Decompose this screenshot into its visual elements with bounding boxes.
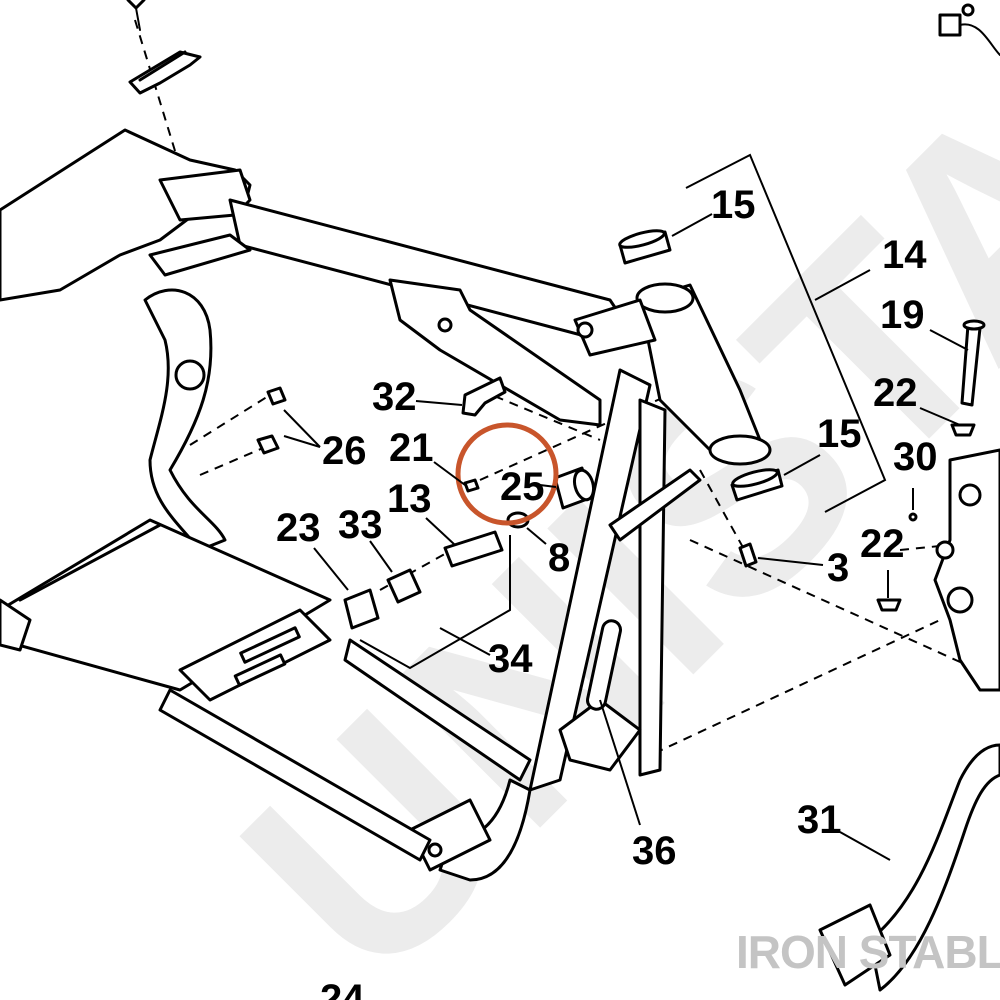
part-23-switch — [343, 588, 380, 630]
callout-22-upper: 22 — [873, 371, 918, 415]
callout-8: 8 — [548, 536, 570, 580]
callout-3: 3 — [827, 546, 849, 590]
leader-lines — [283, 153, 969, 861]
callout-labels: 15 14 19 22 15 30 22 3 32 21 26 25 13 23… — [276, 183, 938, 1000]
callout-32: 32 — [372, 375, 417, 419]
callout-30: 30 — [893, 435, 938, 479]
callout-19: 19 — [880, 293, 925, 337]
right-bracket — [933, 448, 1000, 692]
callout-21: 21 — [389, 426, 434, 470]
callout-31: 31 — [797, 798, 842, 842]
highlight-circle — [455, 422, 559, 526]
part-31-clamp — [818, 903, 892, 987]
upper-right-sensor — [938, 3, 1000, 56]
part-22-lower — [876, 598, 902, 612]
part-3-spring — [738, 542, 758, 568]
brand-watermark: IRON STABLE — [736, 926, 1000, 978]
callout-36: 36 — [632, 829, 677, 873]
callout-14: 14 — [882, 233, 927, 277]
part-15-lower — [730, 468, 784, 502]
part-33-clip — [386, 568, 422, 604]
callout-15-upper: 15 — [711, 183, 756, 227]
part-30-screw — [908, 512, 918, 522]
top-bracket — [126, 0, 202, 95]
callout-15-lower: 15 — [817, 412, 862, 456]
callout-24: 24 — [320, 977, 365, 1000]
callout-33: 33 — [338, 503, 383, 547]
part-13-fastener — [443, 530, 504, 568]
frame-main — [0, 128, 772, 882]
callout-34: 34 — [488, 637, 533, 681]
part-21-screw — [463, 478, 480, 493]
callout-13: 13 — [387, 477, 432, 521]
part-26-plug-a — [266, 386, 287, 406]
part-26-plug-b — [256, 434, 280, 455]
part-36-slot — [586, 619, 622, 711]
part-15-upper — [618, 229, 672, 265]
part-32-bracket — [461, 376, 507, 417]
callout-22-lower: 22 — [860, 522, 905, 566]
part-22-upper — [950, 423, 976, 437]
callout-26: 26 — [322, 429, 367, 473]
callout-25: 25 — [500, 465, 545, 509]
part-19-pin — [960, 319, 986, 407]
part-25-bushing — [553, 466, 596, 510]
callout-23: 23 — [276, 506, 321, 550]
